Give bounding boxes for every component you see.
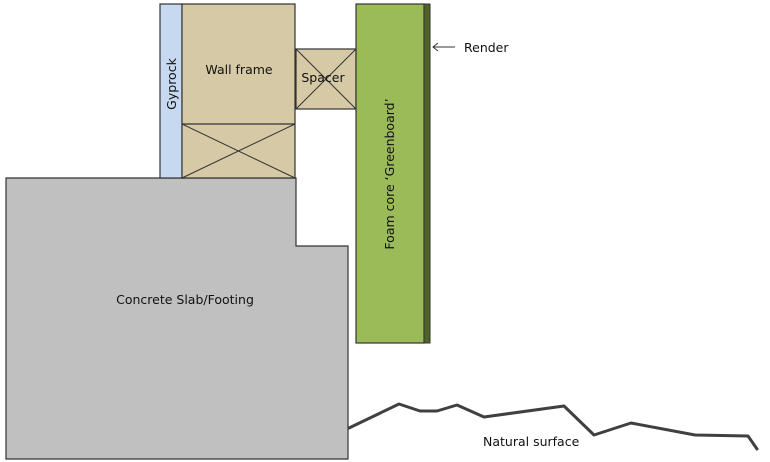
natural-surface-label: Natural surface [483, 434, 580, 449]
render-shape [423, 3, 431, 344]
spacer-label: Spacer [301, 70, 345, 85]
render-label: Render [464, 40, 509, 55]
natural-surface-line [347, 402, 759, 451]
wall-frame-shape [181, 3, 296, 179]
wall-frame-plate-cross-2 [181, 123, 296, 179]
foam-core-shape [355, 3, 425, 344]
concrete-slab-label: Concrete Slab/Footing [116, 292, 254, 307]
wall-frame-label: Wall frame [205, 62, 273, 77]
render-arrow-head [432, 42, 439, 52]
concrete-slab-shape [5, 177, 349, 460]
spacer-cross-2 [295, 48, 357, 110]
foam-core-label: Foam core ‘Greenboard’ [382, 98, 397, 249]
gyprock-label: Gyprock [164, 57, 179, 109]
